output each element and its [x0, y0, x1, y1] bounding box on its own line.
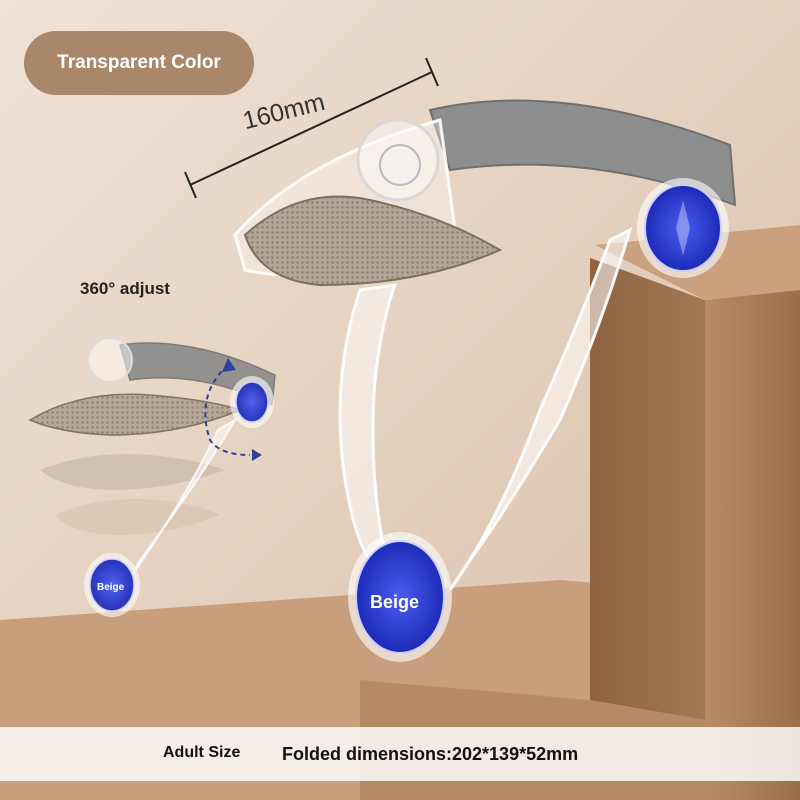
dimension-line — [184, 57, 439, 199]
color-badge: Transparent Color — [24, 31, 254, 95]
folded-dimensions-label: Folded dimensions:202*139*52mm — [282, 744, 579, 764]
size-label: Adult Size — [163, 744, 241, 761]
neck-brace-main — [233, 99, 737, 662]
footer-bar — [0, 727, 800, 781]
disk-label-main: Beige — [370, 592, 420, 612]
adjust-label: 360° adjust — [80, 279, 170, 298]
disk-label-small: Beige — [97, 582, 125, 593]
neck-brace-adjust-illustration — [28, 337, 276, 617]
